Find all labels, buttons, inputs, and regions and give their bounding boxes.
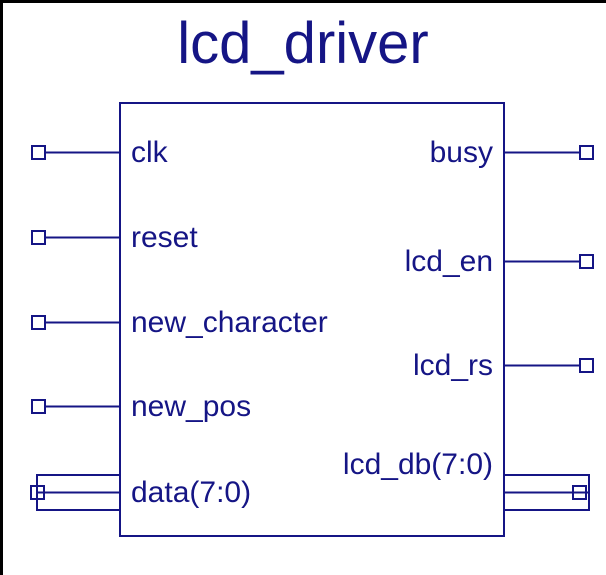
port-label-clk: clk: [131, 136, 168, 169]
port-label-new_pos: new_pos: [131, 390, 252, 423]
input-port-new_pos[interactable]: [31, 399, 120, 414]
canvas-border-top: [0, 0, 606, 3]
output-bus-port-lcd_db[interactable]: [503, 474, 590, 511]
pin-square: [579, 358, 594, 373]
output-port-lcd_rs[interactable]: [504, 358, 594, 373]
port-label-lcd_rs: lcd_rs: [412, 349, 493, 382]
port-label-new_character: new_character: [131, 306, 328, 339]
pin-square: [31, 145, 46, 160]
pin-square: [31, 315, 46, 330]
canvas-border-left: [0, 0, 3, 575]
pin-square: [579, 145, 594, 160]
input-port-new_character[interactable]: [31, 315, 120, 330]
pin-square: [31, 399, 46, 414]
port-label-lcd_en: lcd_en: [404, 245, 493, 278]
symbol-title: lcd_driver: [177, 11, 429, 76]
port-label-data: data(7:0): [131, 476, 252, 509]
pin-square: [30, 485, 45, 500]
input-bus-port-data[interactable]: [30, 474, 121, 511]
output-port-lcd_en[interactable]: [504, 254, 594, 269]
pin-square: [579, 254, 594, 269]
port-label-busy: busy: [429, 136, 493, 169]
input-port-clk[interactable]: [31, 145, 120, 160]
output-port-busy[interactable]: [504, 145, 594, 160]
pin-square: [572, 485, 587, 500]
port-label-lcd_db: lcd_db(7:0): [342, 448, 493, 481]
block-body[interactable]: [119, 102, 505, 537]
pin-square: [31, 230, 46, 245]
input-port-reset[interactable]: [31, 230, 120, 245]
port-label-reset: reset: [131, 221, 198, 254]
